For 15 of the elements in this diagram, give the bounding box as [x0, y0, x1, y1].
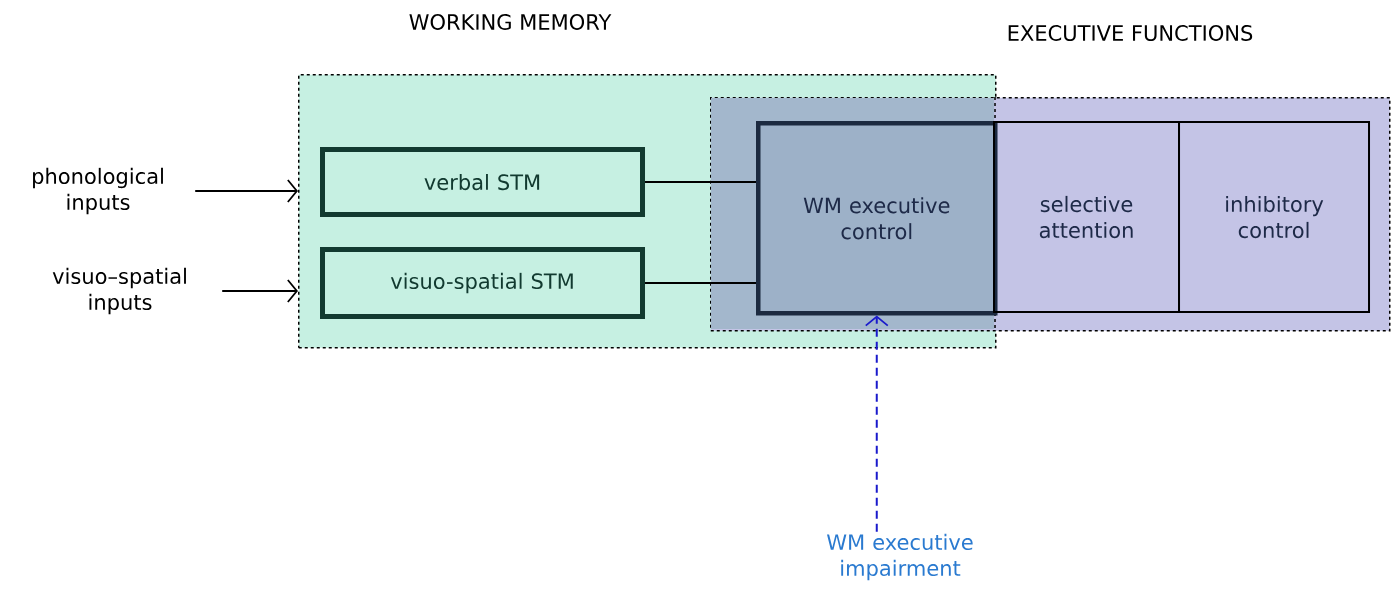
arrow [194, 179, 298, 203]
connector-line [644, 181, 757, 183]
process-box: visuo-spatial STM [320, 247, 645, 319]
arrow [221, 279, 298, 303]
text-label: phonological inputs [33, 167, 163, 215]
region-heading: EXECUTIVE FUNCTIONS [1008, 25, 1253, 41]
region-heading: WORKING MEMORY [409, 14, 612, 30]
process-box: WM executive control [756, 121, 998, 316]
process-box: inhibitory control [1178, 121, 1370, 313]
text-label: visuo–spatial inputs [52, 267, 186, 315]
process-box: selective attention [993, 121, 1180, 313]
process-box: verbal STM [320, 147, 645, 217]
text-label: WM executive impairment [827, 533, 973, 581]
connector-line [644, 282, 757, 284]
arrow [864, 315, 889, 533]
